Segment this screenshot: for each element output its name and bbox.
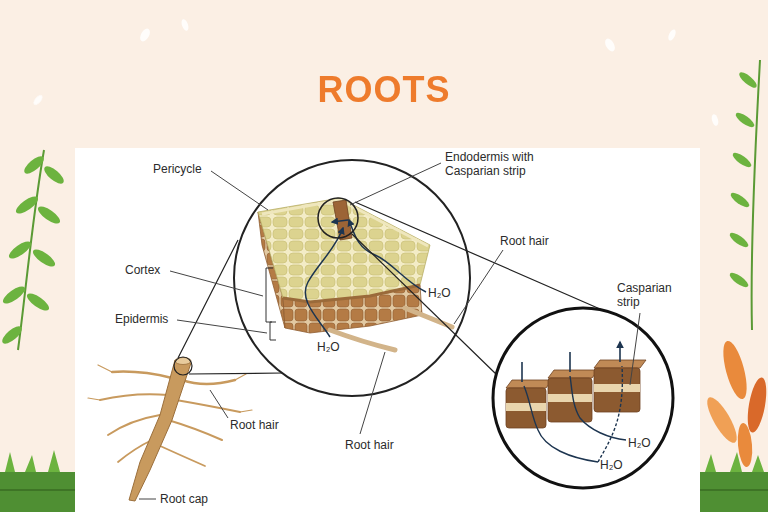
lateral-root: [108, 415, 160, 435]
part-label: Pericycle: [153, 162, 202, 176]
part-label: Root hair: [345, 438, 394, 452]
leader-line: [211, 171, 268, 210]
part-label: Root cap: [160, 492, 208, 506]
water-path: [598, 366, 622, 462]
part-label: Epidermis: [115, 312, 168, 326]
orange-plant: [702, 339, 768, 468]
leaf-mark: [711, 113, 720, 126]
leader-line: [170, 271, 263, 296]
plant-leaf: [0, 283, 27, 306]
leader-line: [139, 499, 156, 500]
plant-leaf: [30, 246, 57, 269]
leader-line: [177, 320, 267, 333]
endodermal-cell: [594, 368, 640, 412]
grass-band: [0, 472, 80, 512]
plant-leaf: [702, 393, 742, 446]
page-title: ROOTS: [0, 68, 768, 112]
leader-line: [630, 313, 640, 385]
plant-leaf: [24, 290, 51, 313]
plant-leaf: [22, 153, 47, 176]
plant-leaf: [737, 70, 759, 90]
casparian-band: [594, 384, 640, 392]
root-drawing: [88, 357, 252, 501]
lateral-root: [168, 420, 222, 440]
leader-line: [360, 352, 385, 434]
plant-leaf: [0, 323, 24, 346]
magnify-circle: [234, 160, 470, 396]
water-label: H₂O: [628, 436, 651, 450]
casparian-band: [548, 394, 592, 402]
lateral-root: [176, 400, 240, 412]
grass-band: [696, 472, 768, 512]
cell-top: [548, 370, 598, 378]
part-label: Root hair: [230, 418, 279, 432]
epidermis-ring: [283, 285, 420, 302]
casparian-band: [506, 403, 546, 411]
plant-stem: [752, 60, 760, 330]
section-top: [258, 198, 430, 302]
water-label: H₂O: [317, 340, 340, 354]
leaf-mark: [603, 37, 617, 53]
casparian-detail: [506, 342, 646, 462]
water-arrow: [522, 342, 620, 382]
lateral-root: [158, 445, 205, 466]
plant-leaf: [13, 193, 40, 216]
plant-leaf: [42, 163, 67, 186]
part-label: Endodermis with Casparian strip: [445, 150, 557, 178]
cell-top: [506, 380, 552, 388]
lateral-root: [182, 380, 235, 384]
leader-line: [210, 390, 228, 418]
water-label: H₂O: [600, 458, 623, 472]
part-label: Root hair: [500, 234, 549, 248]
plant-leaf: [728, 230, 751, 249]
water-label: H₂O: [428, 286, 451, 300]
leaf-mark: [667, 28, 678, 41]
left-plant: [0, 150, 66, 350]
lateral-root: [112, 372, 172, 378]
diagram-panel: [75, 148, 700, 512]
plant-leaf: [729, 190, 752, 209]
plant-leaf: [731, 150, 754, 169]
lateral-root: [100, 394, 168, 400]
plant-leaf: [728, 270, 751, 289]
leader-line: [350, 163, 441, 205]
endodermal-cell: [506, 388, 546, 428]
zoom-marker: [174, 357, 192, 375]
part-label: Cortex: [125, 263, 160, 277]
water-arrow: [332, 220, 348, 222]
leaf-mark: [138, 27, 152, 43]
leaf-mark: [32, 93, 44, 106]
plant-leaf: [6, 238, 33, 261]
leader-lines: [139, 163, 640, 499]
water-path: [570, 376, 626, 440]
bracket: [266, 268, 276, 340]
plant-leaf: [35, 203, 62, 226]
right-plant: [728, 60, 760, 330]
leader-line: [454, 250, 503, 324]
part-label: Casparian strip: [617, 281, 683, 309]
water-path: [349, 220, 426, 292]
taproot: [129, 360, 191, 501]
plant-leaf: [744, 376, 768, 434]
leaf-mark: [180, 18, 190, 31]
section-front: [283, 285, 422, 333]
water-path: [305, 228, 343, 337]
endodermal-cell: [548, 378, 592, 422]
plant-leaf: [719, 339, 752, 402]
cross-section: [258, 198, 452, 350]
magnify-circle: [493, 308, 673, 488]
root-hair: [330, 330, 395, 350]
plant-leaf: [734, 110, 757, 129]
